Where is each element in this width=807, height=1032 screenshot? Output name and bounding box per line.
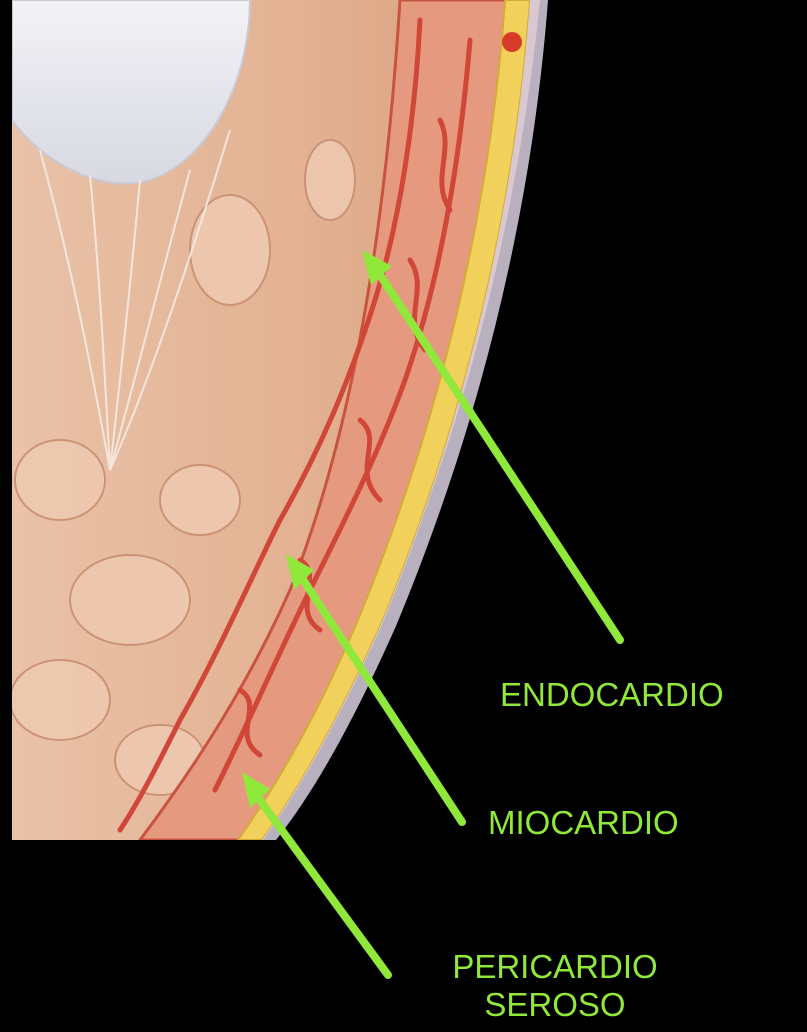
coronary-vessel <box>502 32 522 52</box>
endocardio-label: ENDOCARDIO <box>500 676 724 714</box>
miocardio-label: MIOCARDIO <box>488 804 679 842</box>
pericardio-label-line1: PERICARDIO <box>414 948 696 986</box>
pericardio-seroso-label: PERICARDIO SEROSO <box>414 948 696 1024</box>
pericardio-label-line2: SEROSO <box>414 986 696 1024</box>
